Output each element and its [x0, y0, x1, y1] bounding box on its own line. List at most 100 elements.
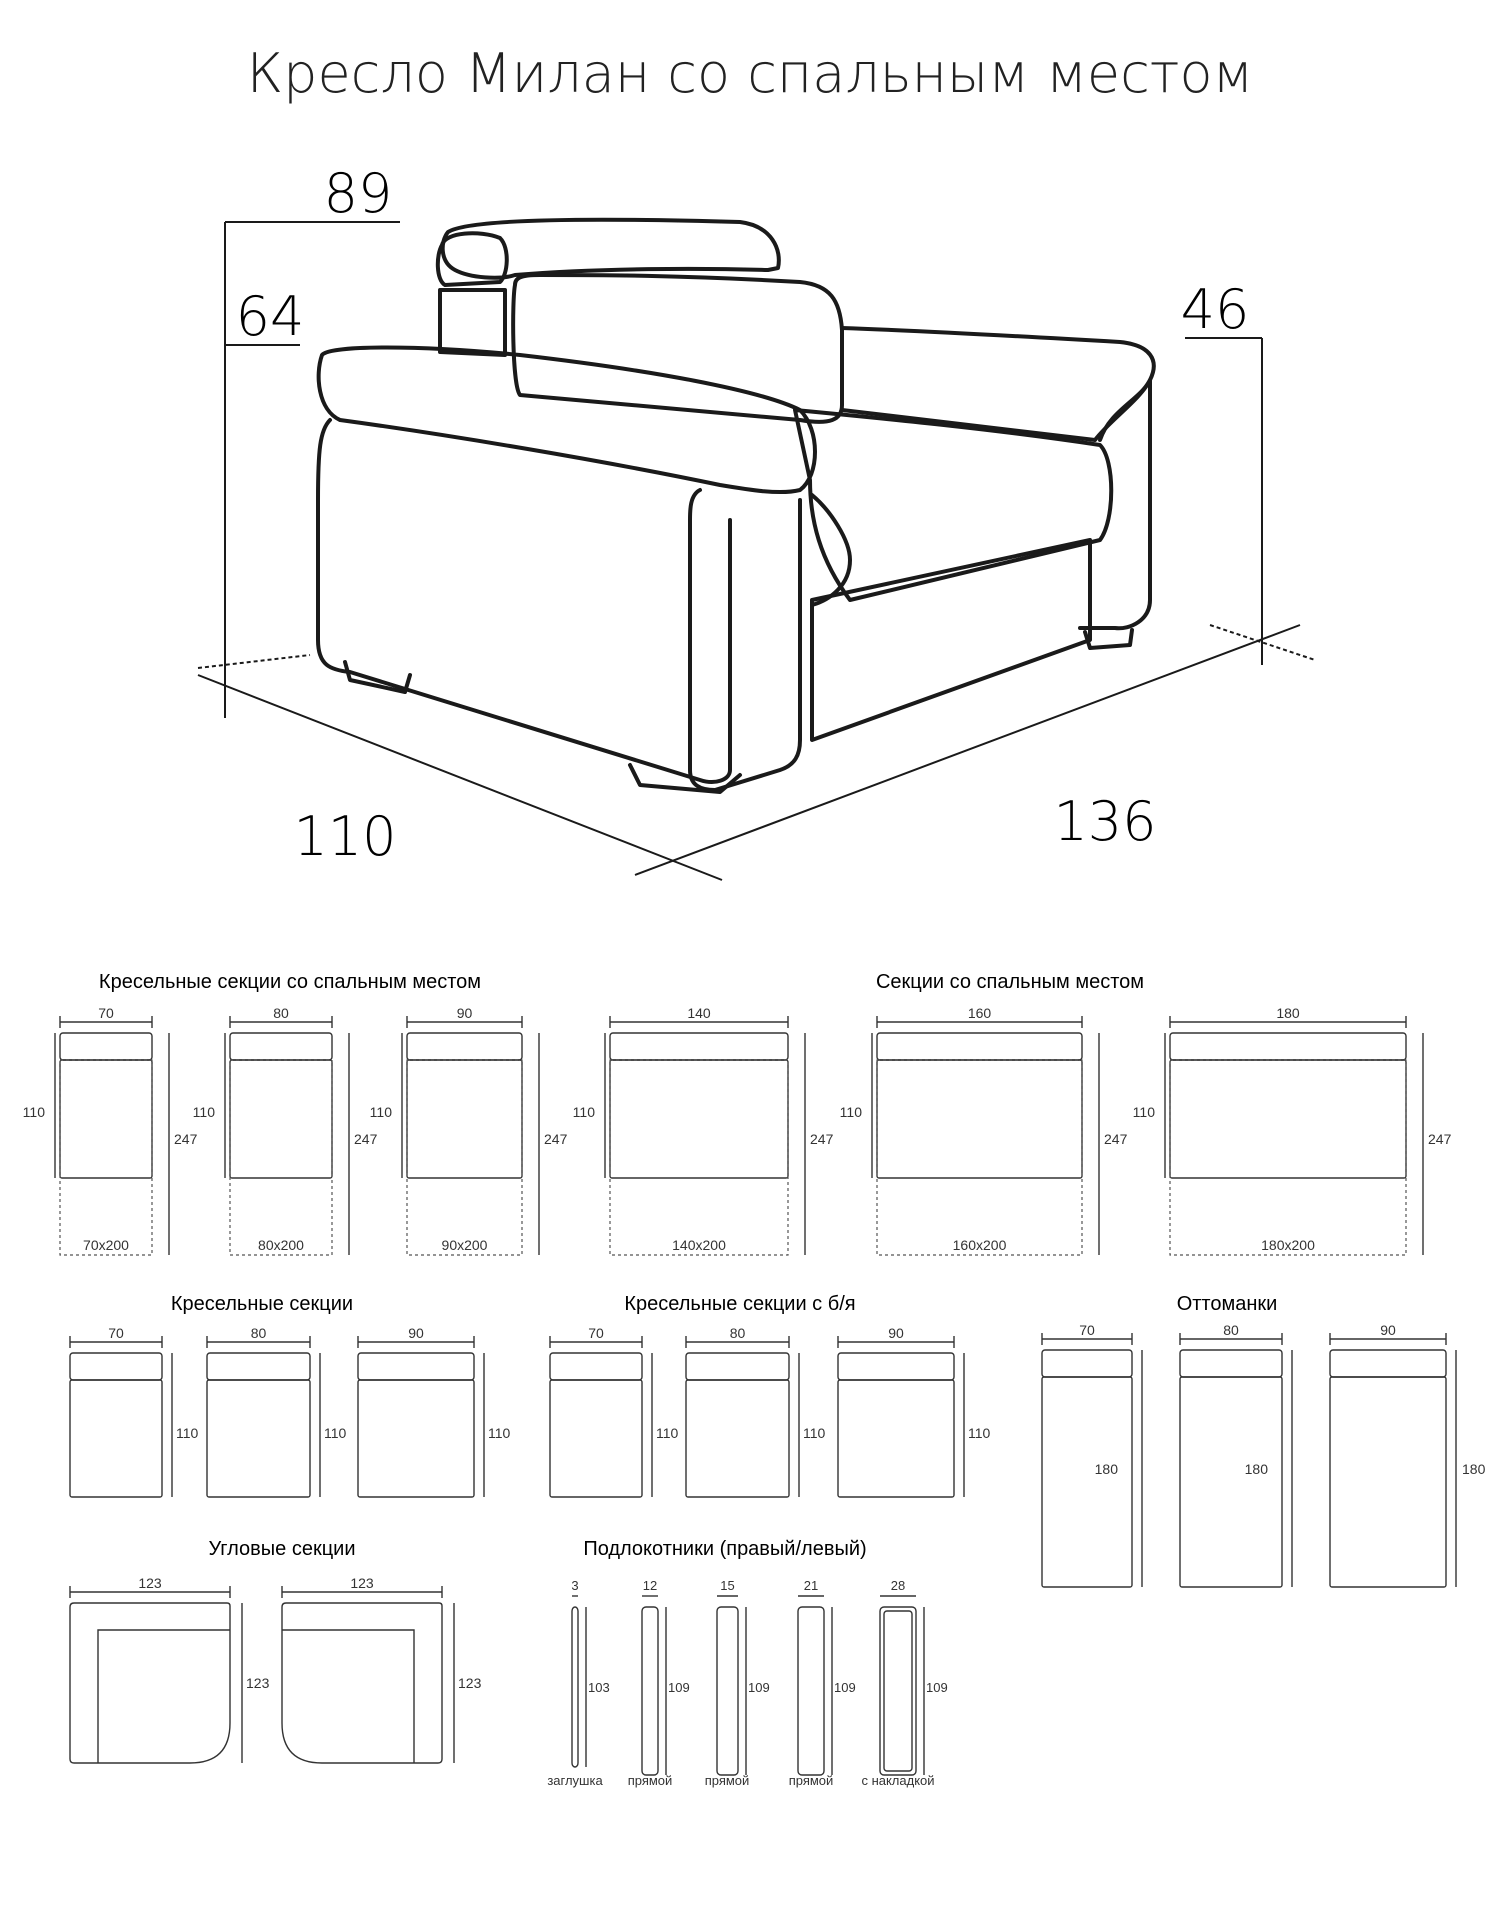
section-seat — [876, 1059, 1083, 1179]
section-back — [876, 1032, 1083, 1061]
corner-outline — [69, 1602, 231, 1764]
depth-label: 110 — [23, 1104, 46, 1120]
section-seat — [685, 1379, 790, 1498]
section-back — [609, 1032, 789, 1061]
section-seat — [229, 1059, 333, 1179]
section-back — [69, 1352, 163, 1381]
section-seat — [206, 1379, 311, 1498]
width-label: 140 — [687, 1005, 711, 1021]
depth-label: 180 — [1462, 1461, 1486, 1477]
bed-size-label: 90x200 — [442, 1237, 488, 1253]
ottoman-seat — [1329, 1376, 1447, 1588]
width-label: 80 — [1223, 1322, 1239, 1338]
width-label: 70 — [588, 1325, 604, 1341]
section-back — [837, 1352, 955, 1381]
length-label: 247 — [354, 1131, 378, 1147]
bed-size-label: 160x200 — [953, 1237, 1007, 1253]
bed-outline — [1169, 1059, 1407, 1256]
ottoman-seat — [1041, 1376, 1133, 1588]
armchair-nolinen-item: 70 110 — [549, 1325, 679, 1498]
section-back — [549, 1352, 643, 1381]
armrest-shape — [879, 1606, 917, 1776]
width-label: 80 — [273, 1005, 289, 1021]
width-label: 160 — [968, 1005, 992, 1021]
width-label: 90 — [1380, 1322, 1396, 1338]
width-label: 180 — [1276, 1005, 1300, 1021]
length-label: 247 — [810, 1131, 834, 1147]
width-label: 80 — [730, 1325, 746, 1341]
depth-label: 110 — [488, 1425, 511, 1441]
section-back — [59, 1032, 153, 1061]
width-label: 70 — [1079, 1322, 1095, 1338]
armrest-type-label: прямой — [628, 1773, 673, 1788]
width-label: 28 — [891, 1578, 905, 1593]
width-label: 80 — [251, 1325, 267, 1341]
ottoman-back — [1041, 1349, 1133, 1378]
bed-outline — [59, 1059, 153, 1256]
group-label-armchair: Кресельные секции — [171, 1293, 353, 1315]
height-label: 109 — [926, 1680, 948, 1695]
sleep-sections-row: 7011024770x2008011024780x2009011024790x2… — [23, 1005, 1452, 1256]
depth-label: 110 — [324, 1425, 347, 1441]
width-label: 70 — [108, 1325, 124, 1341]
bed-size-label: 140x200 — [672, 1237, 726, 1253]
armrest-item: 28 109 с накладкой — [861, 1578, 947, 1788]
armrest-type-label: заглушка — [547, 1773, 603, 1788]
armrest-shape — [716, 1606, 739, 1776]
page-title: Кресло Милан со спальным местом — [247, 42, 1253, 105]
ottoman-back — [1179, 1349, 1283, 1378]
section-seat — [406, 1059, 523, 1179]
armchair-nolinen-item: 80 110 — [685, 1325, 826, 1498]
section-back — [1169, 1032, 1407, 1061]
length-label: 247 — [544, 1131, 568, 1147]
height-label: 109 — [668, 1680, 690, 1695]
armrest-type-label: прямой — [789, 1773, 834, 1788]
armchair-item: 80 110 — [206, 1325, 347, 1498]
section-seat — [837, 1379, 955, 1498]
ottoman-item: 90 180 — [1329, 1322, 1486, 1588]
depth-label: 110 — [1133, 1104, 1156, 1120]
group-label-sleep-sections: Секции со спальным местом — [876, 971, 1144, 993]
depth-label: 180 — [1095, 1461, 1119, 1477]
group-label-sleep-armchair: Кресельные секции со спальным местом — [99, 971, 481, 993]
armrest-shape — [797, 1606, 825, 1776]
section-seat — [69, 1379, 163, 1498]
armchair-illustration — [316, 217, 1156, 794]
width-label: 12 — [643, 1578, 657, 1593]
section-back — [206, 1352, 311, 1381]
width-label: 123 — [350, 1575, 374, 1591]
dim-seat-height: 46 — [1181, 278, 1250, 341]
height-label: 109 — [748, 1680, 770, 1695]
depth-label: 110 — [803, 1425, 826, 1441]
section-seat — [1169, 1059, 1407, 1179]
dim-total-height: 89 — [324, 162, 393, 225]
dim-width: 136 — [1053, 790, 1156, 853]
depth-label: 110 — [176, 1425, 199, 1441]
depth-label: 110 — [968, 1425, 991, 1441]
armrest-item: 12 109 прямой — [628, 1578, 690, 1788]
bed-size-label: 80x200 — [258, 1237, 304, 1253]
armrest-row: 3103заглушка12109прямой15109прямой21109п… — [547, 1578, 947, 1788]
main-dimension-lines — [197, 221, 1316, 881]
armrest-type-label: с накладкой — [861, 1773, 934, 1788]
depth-label: 123 — [458, 1675, 482, 1691]
width-label: 123 — [138, 1575, 162, 1591]
depth-label: 110 — [656, 1425, 679, 1441]
bed-outline — [609, 1059, 789, 1256]
section-back — [406, 1032, 523, 1061]
bed-outline — [876, 1059, 1083, 1256]
depth-label: 110 — [840, 1104, 863, 1120]
section-seat — [549, 1379, 643, 1498]
width-label: 90 — [408, 1325, 424, 1341]
group-label-armrests: Подлокотники (правый/левый) — [583, 1538, 866, 1560]
